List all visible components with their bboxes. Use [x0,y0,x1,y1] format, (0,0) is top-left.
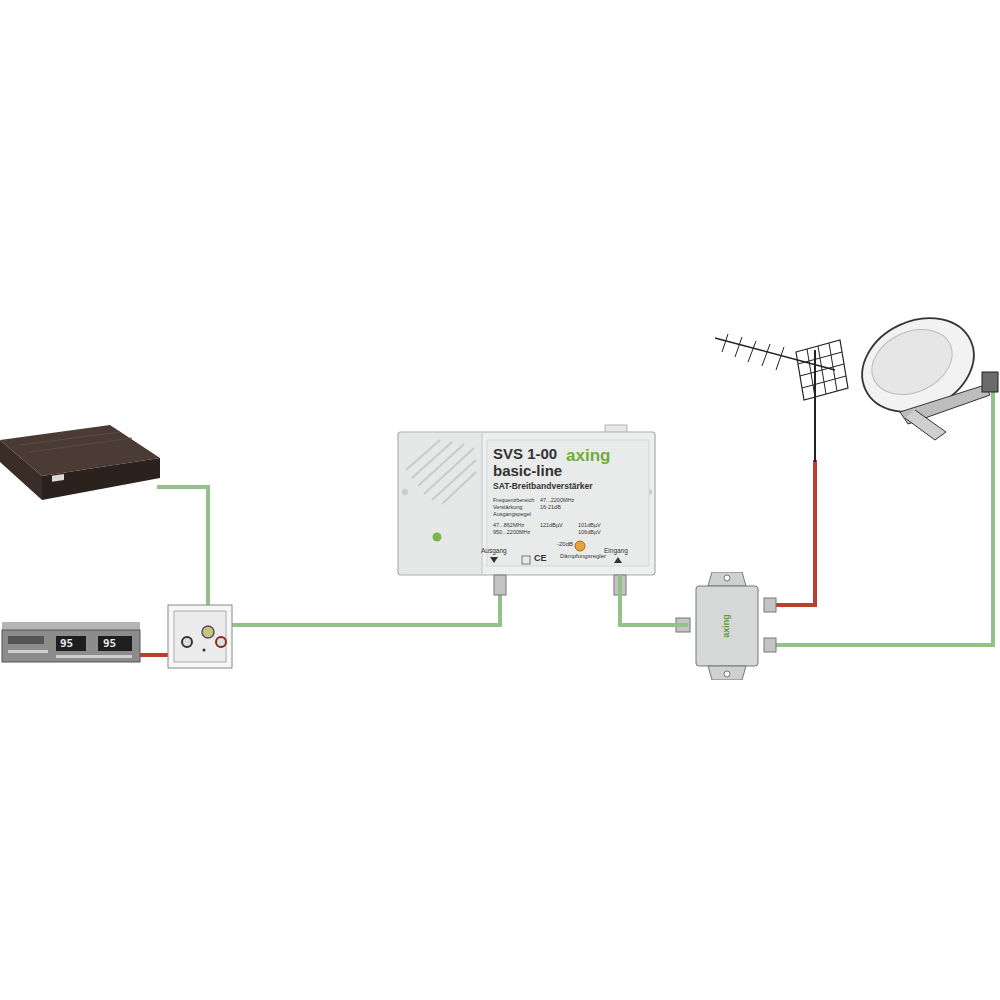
splitter-box: axing [688,572,766,680]
satellite-dish [847,301,998,440]
socket-tv-port [216,637,226,647]
device-label: -20dB [557,541,573,548]
coax-cable [232,595,500,625]
housing-grille [406,440,476,504]
symbol-square [522,556,530,564]
display-digits: 95 [60,638,73,649]
device-label: Verstärkung [493,504,522,510]
vcr-buttons [56,655,132,658]
device-label: Frequenzbereich [493,497,534,503]
device-label: 950...2200MHz [493,529,530,535]
socket-sat-port [202,626,214,638]
f-connector [494,575,506,595]
coax-cable [770,392,993,645]
power-led [433,533,442,542]
device-label: 16-21dB [540,504,561,510]
attenuator-knob [575,541,585,551]
vcr-front [2,630,140,662]
splitter-port [764,598,776,612]
device-label: Dämpfungsregler [560,553,606,560]
receiver-rib [20,432,120,445]
housing-body [398,432,655,575]
socket-dot [203,649,206,652]
vcr-display [56,636,86,651]
socket-radio-port [182,637,192,647]
wall-socket [168,605,232,668]
device-label: Ausgang [481,547,507,554]
splitter-body [696,586,758,666]
device-label: 101dBµV [578,522,601,528]
receiver-side [0,440,42,500]
brand-label: axing [722,614,732,638]
receiver-box [0,425,160,500]
label-sticker [487,440,649,566]
device-label: 121dBµV [540,522,563,528]
vcr-buttons [8,650,48,653]
mounting-hole [724,671,730,677]
device-label: 47...862MHz [493,522,524,528]
receiver-front [42,458,160,500]
device-label: Ausgangspegel [493,511,531,517]
mounting-ear [708,572,746,586]
device-label: SAT-Breitbandverstärker [493,482,593,491]
coax-cable [770,460,815,605]
splitter-port [764,638,776,652]
device-label: basic-line [493,463,562,480]
display-digits: 95 [103,638,116,649]
housing-cover [399,433,482,574]
terrestrial-antenna [715,334,848,462]
device-label: axing [566,447,610,466]
socket-plate [168,605,232,668]
vcr-device [2,622,140,662]
vcr-top [2,622,140,630]
vcr-slot [8,636,44,644]
device-label: 47...2200MHz [540,497,574,503]
amplifier-box: axing SVS 1-00basic-lineSAT-Breitbandvers… [398,432,655,575]
amplifier-housing [398,425,655,595]
vcr-display [98,636,132,651]
output-arrow [490,557,498,563]
screw-hole [402,489,408,495]
device-label: 106dBµV [578,529,601,535]
device-label: CE [534,554,547,564]
coax-connector [620,575,688,625]
device-label: Eingang [604,547,628,554]
receiver-display [52,474,64,482]
socket-insert [174,611,226,662]
receiver-rib [30,438,132,452]
mounting-ear [708,666,746,680]
input-arrow [614,557,622,563]
device-label: SVS 1-00 [493,446,557,463]
lnb [982,372,998,392]
mounting-hole [724,575,730,581]
